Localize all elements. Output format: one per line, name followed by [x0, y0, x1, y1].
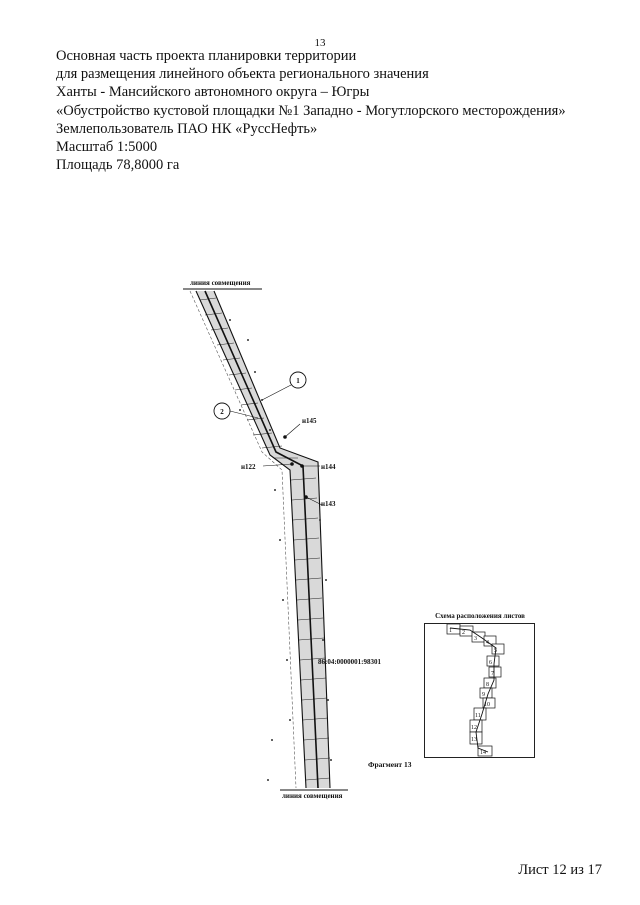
svg-text:1: 1: [449, 628, 452, 634]
sheet-counter: Лист 12 из 17: [518, 862, 602, 878]
callout-number-2: 2: [220, 408, 224, 416]
cadastral-number: 86:04:0000001:98301: [318, 658, 381, 666]
corridor-left-boundary: [195, 290, 307, 789]
svg-text:9: 9: [482, 692, 485, 698]
label-n144: н144: [321, 463, 336, 471]
svg-text:11: 11: [475, 713, 481, 719]
svg-text:6: 6: [489, 660, 492, 666]
inset-sheet-numbers: 1 2 3 4 5 6 7 8 9 10 11 12 13 14: [449, 628, 497, 756]
header-line-6: Масштаб 1:5000: [56, 139, 158, 156]
header-line-5: Землепользователь ПАО НК «РуссНефть»: [56, 120, 318, 137]
callout-circle-1: [289, 371, 307, 389]
header-line-4: «Обустройство кустовой площадки №1 Запад…: [56, 102, 566, 119]
svg-text:12: 12: [471, 725, 477, 731]
callout-leader-2: [229, 410, 259, 419]
svg-text:3: 3: [474, 636, 477, 642]
inset-sheet-layout: [446, 623, 505, 757]
document-header: Основная часть проекта планировки террит…: [56, 47, 626, 174]
callout-number-1: 1: [296, 377, 300, 385]
svg-text:8: 8: [486, 682, 489, 688]
zone-boundary: [189, 290, 297, 789]
inset-frame: [424, 623, 535, 758]
header-line-3: Ханты - Мансийского автономного округа –…: [56, 84, 370, 101]
callout-leader-1: [261, 384, 292, 401]
inset-title: Схема расположения листов: [435, 612, 525, 620]
label-n143: н143: [321, 500, 336, 508]
svg-text:14: 14: [480, 750, 486, 756]
pipeline-axis: [204, 290, 319, 789]
leader-n145: [284, 423, 301, 438]
header-line-7: Площадь 78,8000 га: [56, 157, 180, 174]
terrain-symbols: [229, 319, 332, 781]
leader-n143: [305, 496, 323, 506]
label-n122: н122: [241, 463, 256, 471]
svg-text:13: 13: [471, 737, 477, 743]
svg-text:5: 5: [494, 648, 497, 654]
corridor-right-boundary: [213, 290, 331, 789]
top-combination-label: линия совмещения: [190, 279, 251, 287]
page-number: 13: [314, 37, 326, 49]
label-n145: н145: [302, 417, 317, 425]
svg-text:7: 7: [491, 671, 494, 677]
leader-n122: [262, 463, 293, 467]
fragment-label: Фрагмент 13: [368, 760, 412, 769]
corridor-fill: [196, 291, 330, 788]
svg-text:4: 4: [486, 640, 489, 646]
header-line-2: для размещения линейного объекта региона…: [56, 66, 429, 83]
header-line-1: Основная часть проекта планировки террит…: [56, 48, 357, 64]
bottom-combination-label: линия совмещения: [282, 792, 343, 800]
svg-text:2: 2: [462, 630, 465, 636]
svg-text:10: 10: [484, 702, 490, 708]
